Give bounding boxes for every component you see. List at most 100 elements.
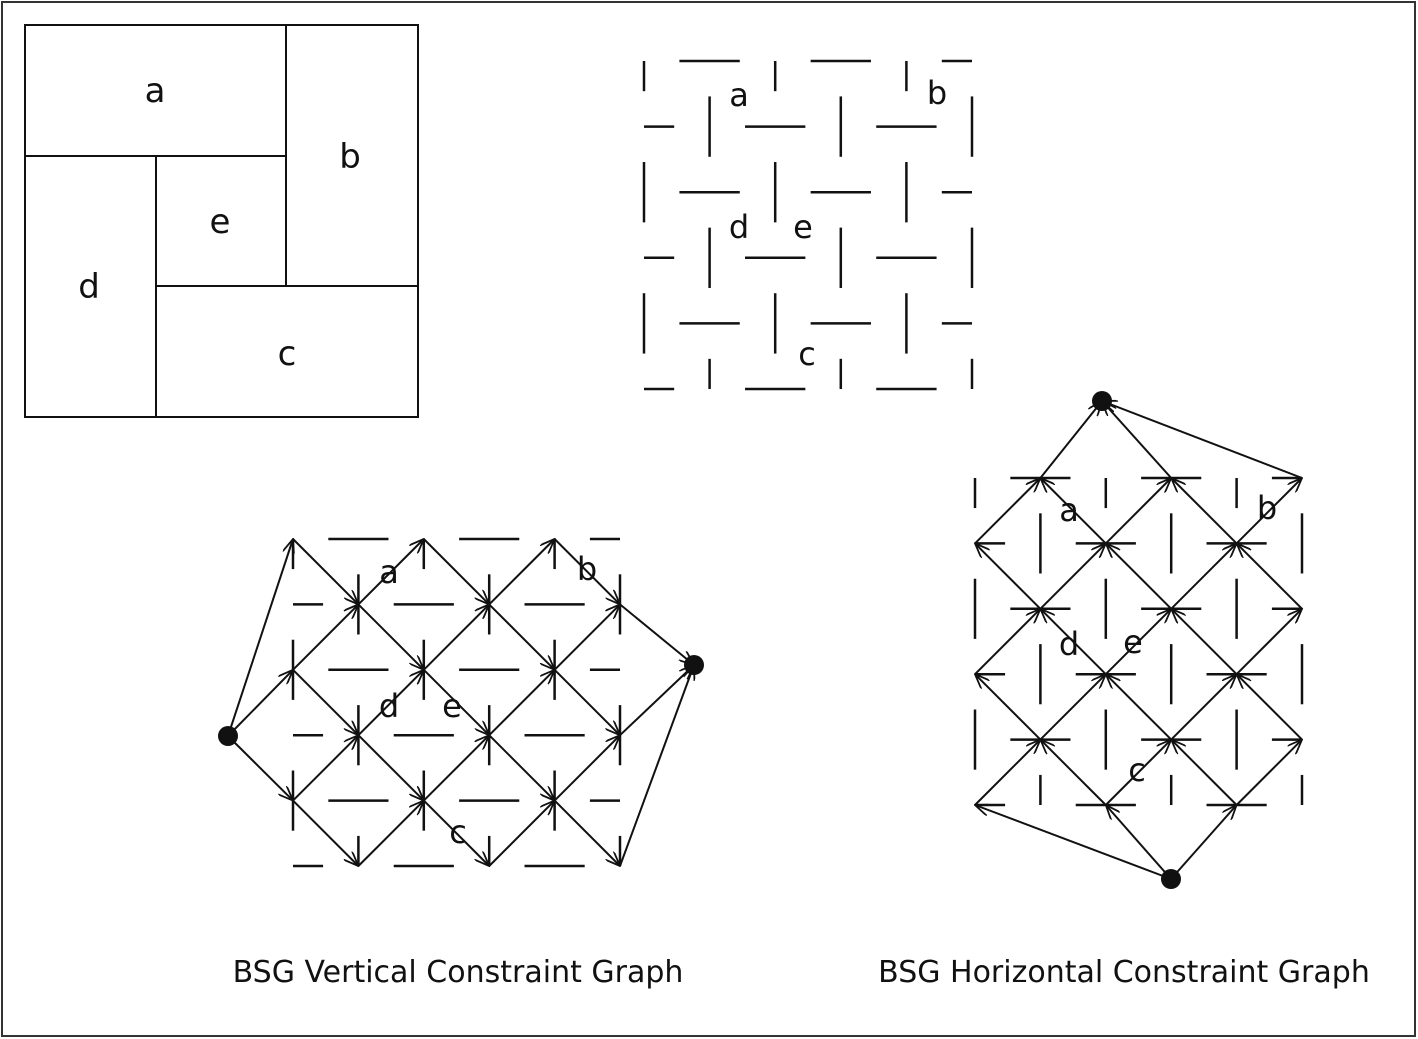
hcg-module-e: e <box>1123 623 1143 661</box>
vcg-edge <box>488 801 554 867</box>
vertical-graph-terminals <box>218 655 704 746</box>
horizontal-graph-edges <box>974 401 1303 880</box>
bsg-module-e: e <box>793 208 813 246</box>
vcg-edge <box>292 669 358 735</box>
hcg-edge <box>1171 478 1238 545</box>
floorplan-module-c: c <box>278 334 297 374</box>
hcg-edge <box>974 740 1040 806</box>
floorplan-module-d: d <box>78 267 100 307</box>
vcg-edge <box>423 604 489 671</box>
floorplan-outline <box>24 24 419 418</box>
floorplan-labels: a b c d e <box>78 71 361 374</box>
hcg-edge <box>1170 674 1236 741</box>
vcg-edge <box>553 538 620 604</box>
hcg-edge <box>1170 543 1236 610</box>
vcg-edge <box>423 735 489 802</box>
hcg-edge <box>1237 543 1303 610</box>
vcg-edge <box>292 799 358 866</box>
vertical-graph-grid <box>291 537 622 868</box>
vcg-edge <box>357 801 423 867</box>
vcg-module-e: e <box>442 687 462 725</box>
hcg-edge <box>974 478 1040 545</box>
bsg-grid-labels: a b d e c <box>729 74 947 373</box>
hcg-edge <box>1040 609 1107 675</box>
hcg-edge <box>1105 478 1171 545</box>
hcg-edge <box>1106 674 1172 741</box>
hcg-edge <box>1237 674 1303 741</box>
hcg-module-a: a <box>1059 491 1079 529</box>
hcg-sink-edge <box>1102 401 1172 479</box>
hcg-edge <box>1106 543 1172 610</box>
vcg-edge <box>488 539 554 606</box>
vcg-edge <box>292 604 358 671</box>
hcg-edge <box>1105 609 1171 675</box>
hcg-edge <box>1105 740 1171 806</box>
hcg-source-edge <box>1106 805 1172 880</box>
vcg-module-b: b <box>577 550 597 588</box>
hcg-edge <box>1039 674 1105 741</box>
vcg-edge <box>553 799 620 866</box>
hcg-sink-edge <box>1102 401 1303 479</box>
hcg-sink-edge <box>1039 401 1102 479</box>
vcg-module-c: c <box>449 813 467 851</box>
bsg-module-a: a <box>729 76 749 114</box>
vertical-graph-sink-node <box>684 655 704 675</box>
hcg-edge <box>1171 609 1238 675</box>
hcg-edge <box>1235 478 1302 545</box>
vcg-edge <box>292 538 358 604</box>
vcg-sink-edge <box>619 603 694 665</box>
vcg-module-d: d <box>379 687 399 725</box>
vertical-graph-labels: a b d e c <box>379 550 597 851</box>
vcg-sink-edge <box>619 665 694 736</box>
hcg-module-b: b <box>1257 489 1277 527</box>
vcg-edge <box>553 604 620 671</box>
floorplan-module-a: a <box>145 71 166 111</box>
vcg-source-edge <box>227 539 293 737</box>
vcg-edge <box>423 799 489 866</box>
vcg-edge <box>423 538 489 604</box>
hcg-edge <box>1039 543 1105 610</box>
hcg-edge <box>1235 740 1302 806</box>
vcg-edge <box>553 735 620 802</box>
hcg-module-d: d <box>1059 625 1079 663</box>
vcg-source-edge <box>227 735 293 801</box>
hcg-edge <box>974 609 1040 675</box>
vcg-edge <box>553 669 620 735</box>
vcg-edge <box>423 669 489 735</box>
horizontal-graph-caption: BSG Horizontal Constraint Graph <box>878 955 1370 990</box>
hcg-edge <box>1040 740 1107 806</box>
vcg-edge <box>357 603 423 669</box>
hcg-edge <box>975 674 1042 741</box>
vertical-graph-caption: BSG Vertical Constraint Graph <box>233 955 684 990</box>
vcg-source-edge <box>227 670 293 737</box>
bsg-module-d: d <box>729 208 749 246</box>
vertical-graph-source-node <box>218 726 238 746</box>
horizontal-graph-labels: a b d e c <box>1059 489 1277 789</box>
floorplan-module-b: b <box>339 137 361 177</box>
horizontal-graph-terminals <box>1092 391 1181 889</box>
hcg-source-edge <box>1170 805 1237 880</box>
vcg-edge <box>357 539 423 606</box>
floorplan <box>24 24 419 418</box>
vcg-edge <box>488 603 554 669</box>
vcg-edge <box>357 734 423 800</box>
vertical-graph-edges <box>227 538 694 867</box>
vcg-edge <box>488 670 554 736</box>
hcg-source-edge <box>975 805 1172 880</box>
hcg-module-c: c <box>1128 751 1146 789</box>
vcg-sink-edge <box>619 665 694 867</box>
hcg-edge <box>1235 609 1302 675</box>
vcg-module-a: a <box>379 553 399 591</box>
hcg-edge <box>975 543 1042 610</box>
horizontal-graph-sink-node <box>1092 391 1112 411</box>
bsg-module-b: b <box>927 74 947 112</box>
bsg-module-c: c <box>798 335 816 373</box>
hcg-edge <box>1171 740 1238 806</box>
floorplan-module-e: e <box>210 202 231 242</box>
horizontal-graph-source-node <box>1161 869 1181 889</box>
vcg-edge <box>357 670 423 736</box>
vcg-edge <box>292 735 358 802</box>
vcg-edge <box>488 734 554 800</box>
